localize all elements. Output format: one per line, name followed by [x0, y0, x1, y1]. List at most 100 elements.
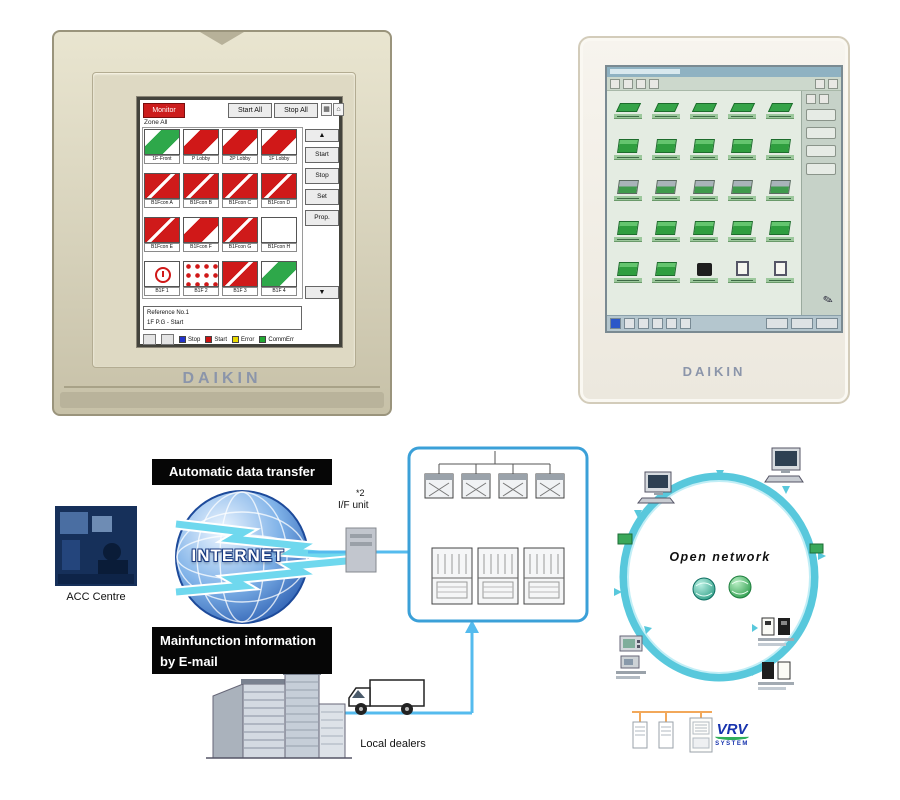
unit-cell[interactable] [685, 219, 723, 260]
unit-cell[interactable] [609, 178, 647, 219]
monitor-button[interactable]: Monitor [143, 103, 185, 118]
unit-label [690, 114, 718, 119]
network-node-icon [809, 543, 824, 554]
toolbar-button[interactable] [816, 318, 838, 329]
unit-tile[interactable] [222, 217, 258, 243]
unit-cell[interactable] [609, 137, 647, 178]
side-button-start[interactable]: Start [305, 147, 339, 163]
scroll-up-button[interactable]: ▲ [305, 129, 339, 142]
unit-tile[interactable] [222, 261, 258, 287]
toolbar-button[interactable] [680, 318, 691, 329]
unit-cell[interactable] [761, 178, 799, 219]
unit-icon [693, 180, 715, 194]
unit-caption: B1Fcon D [261, 199, 297, 208]
unit-cell[interactable] [685, 178, 723, 219]
unit-tile[interactable] [261, 217, 297, 243]
sidebar-button[interactable] [806, 163, 836, 175]
unit-tile[interactable] [183, 261, 219, 287]
start-all-button[interactable]: Start All [228, 103, 272, 118]
toolbar-button[interactable] [623, 78, 633, 89]
unit-cell[interactable] [647, 260, 685, 301]
right-sidebar: ✎ [801, 91, 841, 315]
unit-cell[interactable] [647, 137, 685, 178]
toolbar-button[interactable] [610, 78, 620, 89]
unit-cell[interactable] [647, 96, 685, 137]
unit-cell[interactable] [609, 219, 647, 260]
unit-cell[interactable] [761, 219, 799, 260]
unit-tile[interactable] [261, 261, 297, 287]
unit-label [690, 237, 718, 242]
toolbar-button[interactable] [791, 318, 813, 329]
home-icon[interactable]: ⌂ [333, 103, 344, 116]
unit-tile[interactable] [144, 217, 180, 243]
toolbar-button[interactable] [666, 318, 677, 329]
daikin-logo: DAIKIN [182, 370, 262, 387]
unit-cell[interactable] [685, 96, 723, 137]
scroll-down-button[interactable]: ▼ [305, 286, 339, 299]
toolbar-button[interactable] [766, 318, 788, 329]
unit-icon [617, 139, 639, 153]
unit-tile[interactable] [261, 173, 297, 199]
stop-all-button[interactable]: Stop All [274, 103, 318, 118]
unit-cell[interactable] [761, 260, 799, 301]
unit-cell[interactable] [723, 260, 761, 301]
sidebar-button[interactable] [806, 109, 836, 121]
unit-cell[interactable] [685, 260, 723, 301]
unit-tile[interactable] [144, 261, 180, 287]
unit-label [728, 114, 756, 119]
unit-icon [731, 139, 753, 153]
sidebar-button[interactable] [819, 94, 829, 104]
side-button-stop[interactable]: Stop [305, 168, 339, 184]
side-button-prop[interactable]: Prop. [305, 210, 339, 226]
toolbar-button[interactable] [638, 318, 649, 329]
unit-caption: B1F 3 [222, 287, 258, 296]
unit-tile[interactable] [183, 217, 219, 243]
function-key[interactable] [161, 334, 174, 345]
unit-caption: B1F 4 [261, 287, 297, 296]
sidebar-button[interactable] [806, 145, 836, 157]
unit-tile[interactable] [222, 129, 258, 155]
unit-tile[interactable] [261, 129, 297, 155]
left-touchscreen: Monitor Start All Stop All ▦ ⌂ Zone All … [137, 97, 344, 347]
function-key[interactable] [143, 334, 156, 345]
unit-cell[interactable] [723, 137, 761, 178]
unit-icon [654, 98, 678, 112]
unit-cell[interactable] [647, 178, 685, 219]
unit-cell[interactable] [723, 219, 761, 260]
sidebar-button[interactable] [806, 127, 836, 139]
sidebar-button[interactable] [806, 94, 816, 104]
touch-controller-left: Monitor Start All Stop All ▦ ⌂ Zone All … [52, 30, 392, 416]
unit-cell[interactable] [609, 96, 647, 137]
unit-tile[interactable] [144, 129, 180, 155]
grid-icon[interactable]: ▦ [321, 103, 332, 116]
unit-icon [769, 221, 791, 235]
unit-cell[interactable] [761, 137, 799, 178]
unit-label [690, 196, 718, 201]
toolbar-button[interactable] [610, 318, 621, 329]
unit-tile[interactable] [183, 129, 219, 155]
unit-cell[interactable] [647, 219, 685, 260]
unit-icon [617, 221, 639, 235]
unit-label [766, 237, 794, 242]
toolbar-button[interactable] [815, 78, 825, 89]
unit-tile[interactable] [222, 173, 258, 199]
toolbar-button[interactable] [636, 78, 646, 89]
wiring [438, 451, 551, 474]
unit-cell[interactable] [723, 178, 761, 219]
unit-cell[interactable] [761, 96, 799, 137]
unit-cell[interactable] [685, 137, 723, 178]
toolbar-button[interactable] [652, 318, 663, 329]
pencil-icon[interactable]: ✎ [821, 291, 835, 309]
unit-cell[interactable] [609, 260, 647, 301]
toolbar-button[interactable] [624, 318, 635, 329]
toolbar-button[interactable] [828, 78, 838, 89]
unit-icon [655, 262, 677, 276]
legend-label: CommErr [268, 336, 295, 343]
unit-cell[interactable] [723, 96, 761, 137]
side-button-set[interactable]: Set [305, 189, 339, 205]
unit-tile[interactable] [183, 173, 219, 199]
toolbar-button[interactable] [649, 78, 659, 89]
unit-tile[interactable] [144, 173, 180, 199]
